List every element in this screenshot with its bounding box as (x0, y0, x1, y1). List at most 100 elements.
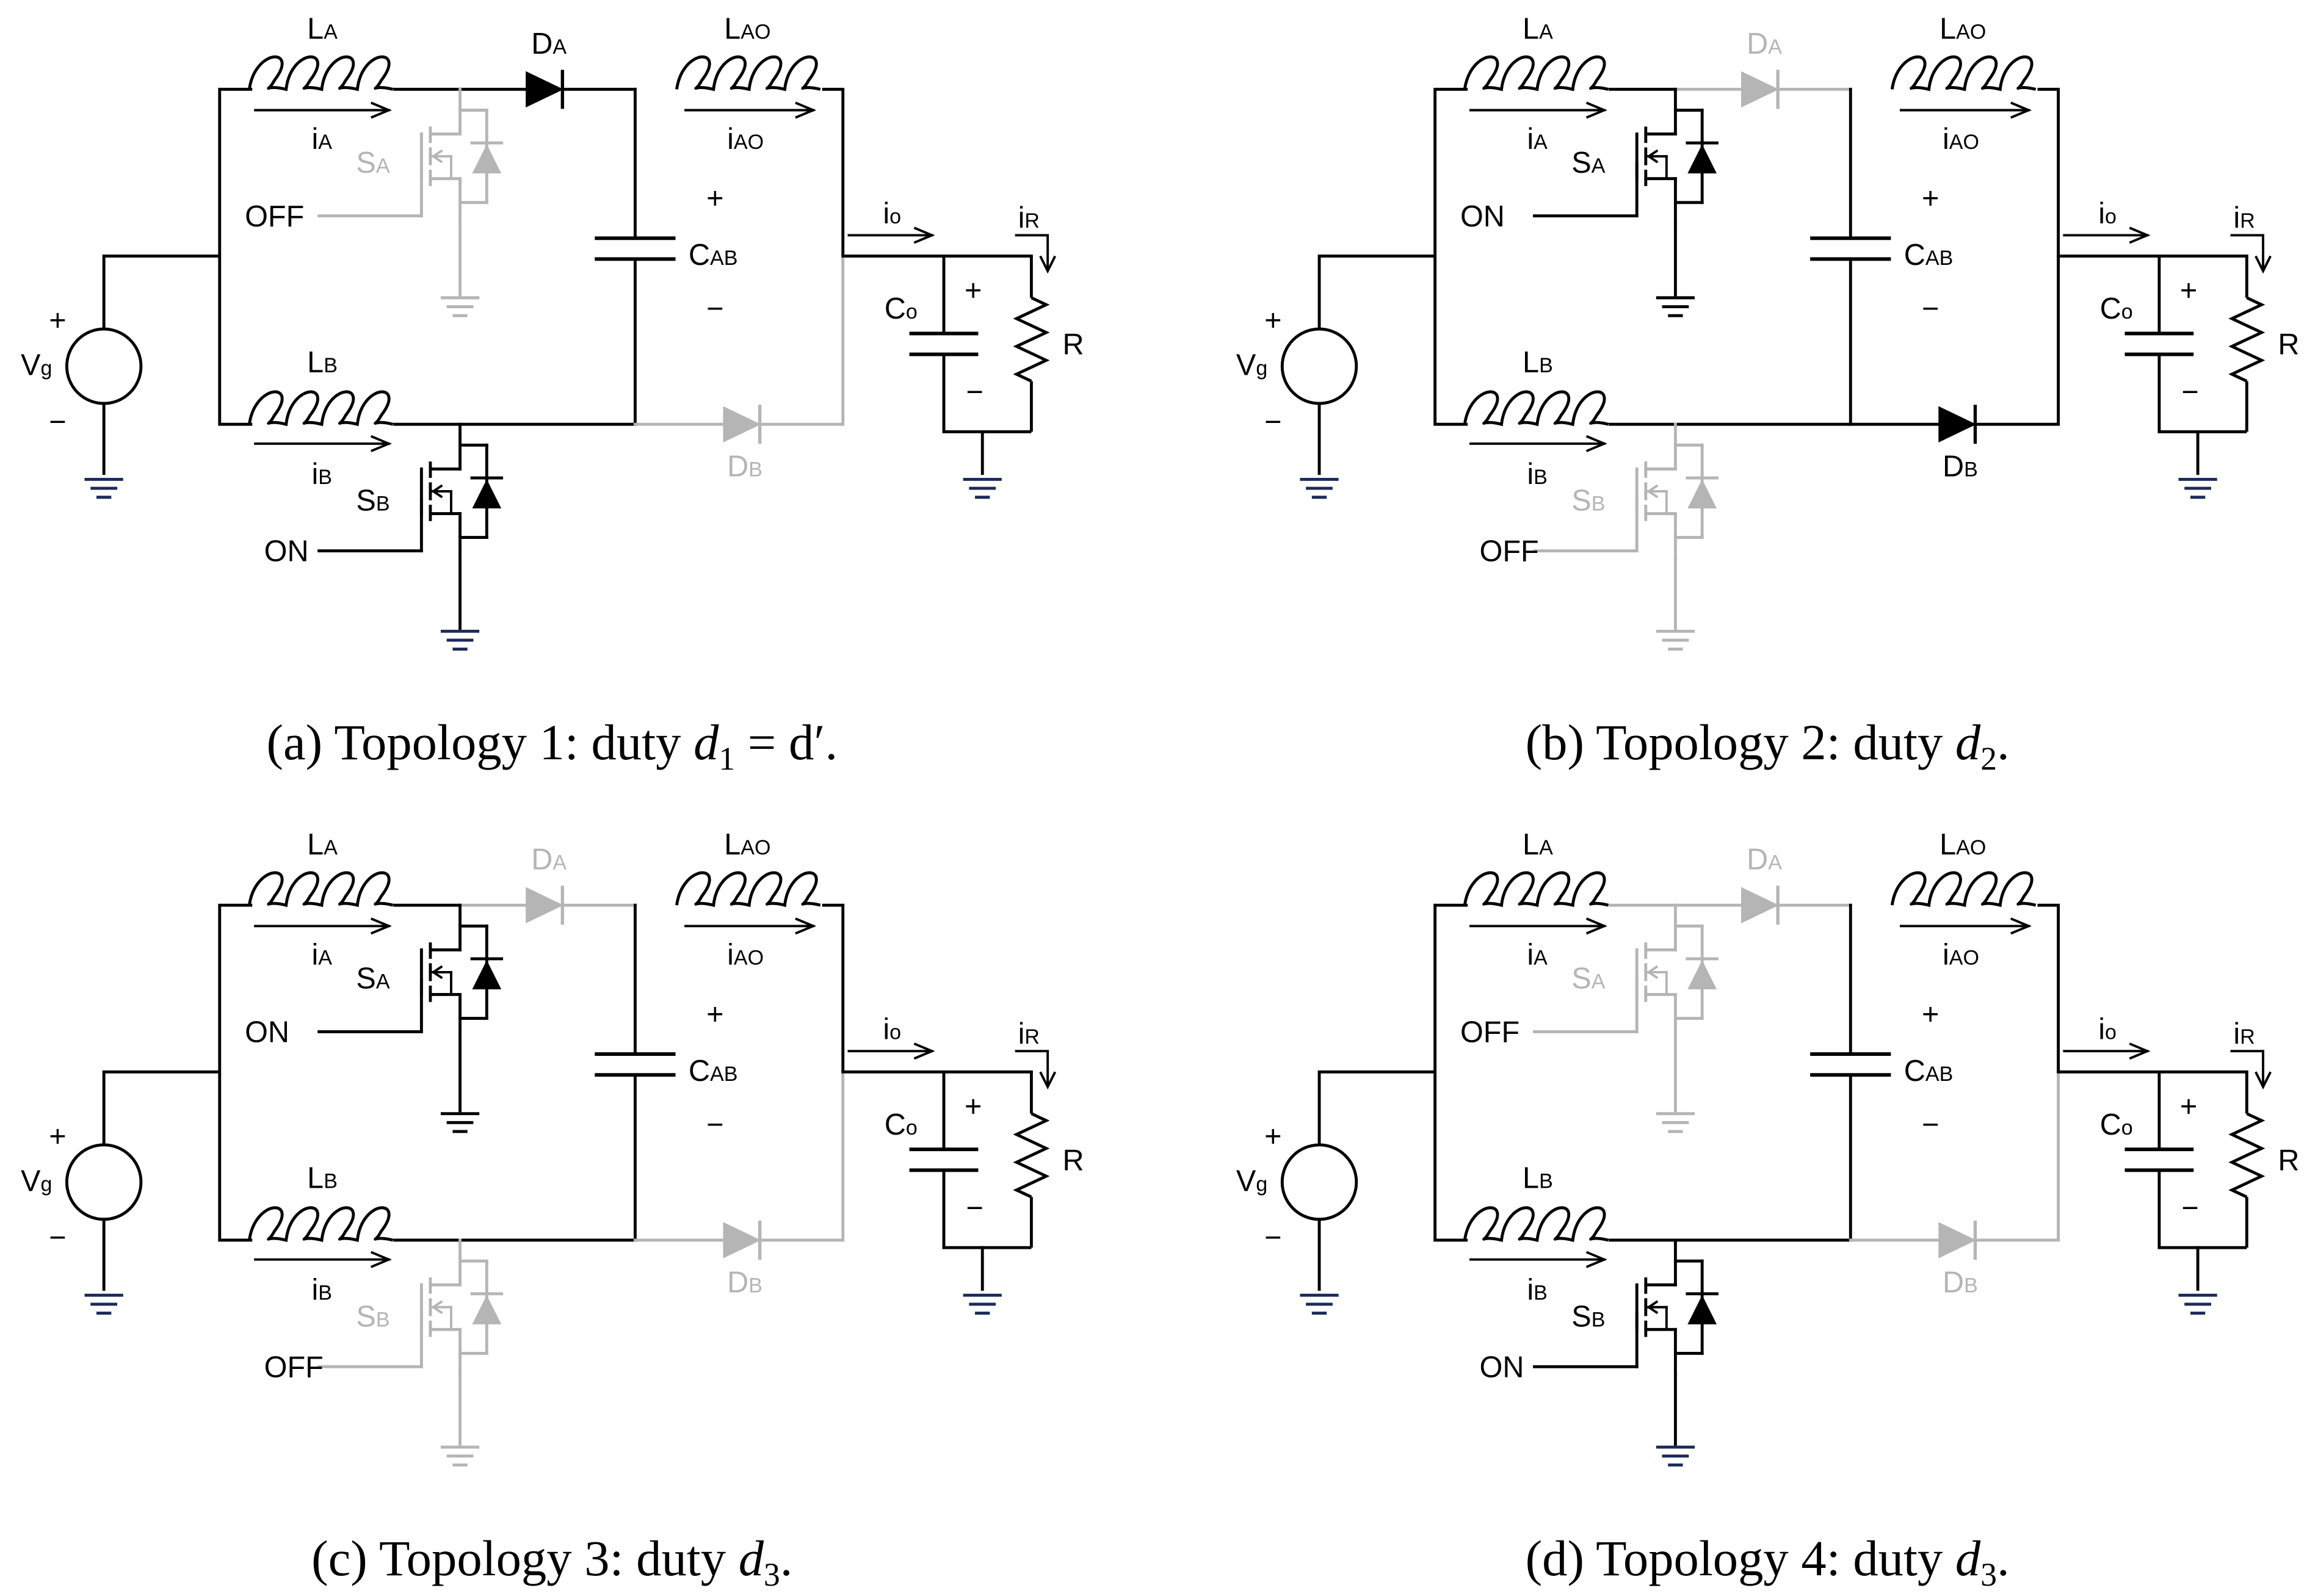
da-label: DA (1747, 27, 1782, 60)
capacitor-cab: +CAB− (595, 903, 737, 1242)
co-label: Co (885, 292, 918, 325)
lb-label: LB (1523, 1162, 1553, 1195)
cab-plus-label: + (706, 998, 723, 1031)
lb-label: LB (307, 346, 338, 379)
co-plus-label: + (965, 1090, 982, 1123)
vg-label: Vg (1236, 1165, 1267, 1197)
ir-label: iR (1018, 1017, 1040, 1050)
lb-label: LB (1523, 346, 1553, 379)
cab-label: CAB (1904, 1055, 1953, 1088)
ir-label: iR (1018, 201, 1040, 234)
cab-plus-label: + (1922, 182, 1939, 215)
source-vg: + Vg − (1236, 1070, 1435, 1315)
switch-sa: SA ON (245, 903, 504, 1133)
source-vg: +Vg− (1236, 255, 1435, 499)
diode-db: DB (1849, 1072, 2060, 1299)
sa-label: SA (1571, 962, 1605, 995)
diode-db: DB (1849, 256, 2060, 483)
switch-sb: SB ON (1480, 1238, 1719, 1467)
io-label: io (883, 1013, 901, 1046)
db-label: DB (727, 1266, 762, 1299)
cab-plus-label: + (706, 182, 723, 215)
inductor-la: LA iA (1463, 12, 1609, 156)
ir-label: iR (2233, 1017, 2255, 1050)
diode-da: DA (458, 27, 637, 109)
capacitor-cab: +CAB− (1810, 903, 1953, 1242)
lao-label: LAO (1940, 828, 1986, 861)
io-label: io (883, 197, 901, 230)
co-label: Co (885, 1108, 918, 1141)
sb-label: SB (1571, 485, 1605, 518)
switch-sb: SB OFF (1480, 422, 1719, 651)
inductor-lao: LAO iAO (675, 12, 821, 156)
lao-label: LAO (724, 12, 770, 45)
ia-label: iA (1527, 123, 1548, 156)
iao-label: iAO (727, 123, 764, 156)
ib-label: iB (1527, 458, 1548, 491)
sa-gate-label: ON (245, 1016, 289, 1049)
db-label: DB (1943, 450, 1978, 483)
sb-gate-label: ON (1480, 1351, 1524, 1384)
cab-label: CAB (1904, 239, 1953, 272)
lb-label: LB (307, 1162, 338, 1195)
r-label: R (1062, 1144, 1084, 1177)
cab-minus-label: − (1922, 292, 1939, 325)
vg-plus-label: + (1264, 304, 1281, 337)
da-label: DA (531, 27, 567, 60)
caption-b: (b) Topology 2: duty d2. (1526, 714, 2010, 777)
sa-label: SA (356, 962, 389, 995)
la-label: LA (1523, 12, 1553, 45)
sa-label: SA (356, 146, 389, 179)
inductor-lao: LAO iAO (675, 828, 821, 972)
inductor-lb: LB iB (1463, 1162, 1609, 1307)
co-minus-label: − (966, 376, 983, 409)
diode-db: DB (633, 256, 845, 483)
source-vg: +Vg− (21, 255, 220, 499)
vg-label: Vg (1236, 349, 1267, 382)
co-minus-label: − (966, 1191, 983, 1224)
caption-c: (c) Topology 3: duty d3. (311, 1530, 792, 1593)
cab-minus-label: − (706, 292, 723, 325)
diode-db: DB (633, 1072, 845, 1299)
iao-label: iAO (727, 939, 764, 972)
r-label: R (2278, 1144, 2299, 1177)
vg-plus-label: + (49, 1120, 66, 1153)
sb-label: SB (356, 1300, 389, 1333)
co-plus-label: + (2180, 275, 2197, 308)
sb-label: SB (1571, 1300, 1605, 1333)
sb-gate-label: OFF (264, 1351, 324, 1384)
co-minus-label: − (2181, 1191, 2198, 1224)
inductor-lb: LB iB (247, 1162, 394, 1307)
diode-da: DA (1674, 27, 1852, 109)
vg-label: Vg (21, 349, 52, 382)
co-label: Co (2100, 1108, 2133, 1141)
vg-label: Vg (21, 1165, 52, 1197)
lao-label: LAO (724, 828, 770, 861)
cab-minus-label: − (1922, 1108, 1939, 1141)
sb-gate-label: OFF (1480, 535, 1539, 568)
la-label: LA (307, 828, 338, 861)
vg-minus-label: − (1264, 1221, 1281, 1254)
iao-label: iAO (1943, 939, 1979, 972)
ir-label: iR (2233, 201, 2255, 234)
cab-minus-label: − (706, 1108, 723, 1141)
sa-gate-label: OFF (245, 200, 304, 233)
inductor-lao: LAO iAO (1890, 828, 2037, 972)
db-label: DB (727, 450, 762, 483)
ib-label: iB (311, 1273, 332, 1306)
ib-label: iB (1527, 1273, 1548, 1306)
vg-minus-label: − (49, 405, 66, 438)
capacitor-cab: +CAB− (595, 87, 737, 426)
vg-plus-label: + (1264, 1120, 1281, 1153)
